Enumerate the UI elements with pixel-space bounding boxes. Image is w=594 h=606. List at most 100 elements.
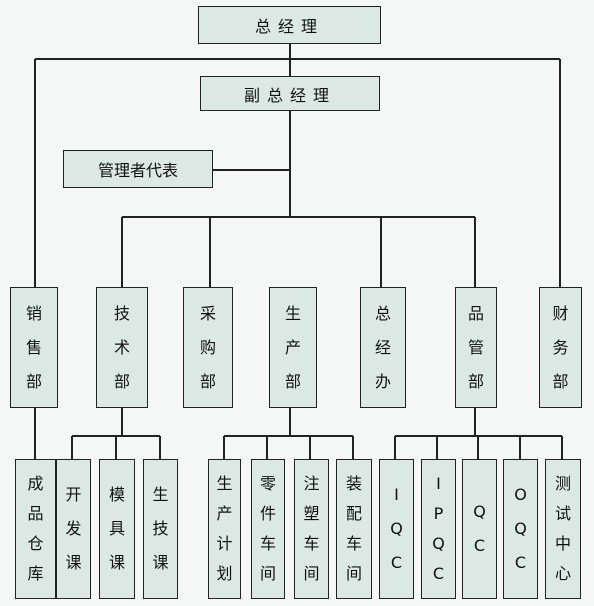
label-char: 件 xyxy=(259,504,276,523)
node-general-manager: 总经理 xyxy=(198,6,381,44)
label-char: 装 xyxy=(345,474,362,493)
label-char: 生 xyxy=(284,303,301,323)
node-label: 总经办 xyxy=(374,303,391,391)
label-char: 务 xyxy=(552,337,569,357)
label-char: I xyxy=(436,474,441,493)
label-char: 生 xyxy=(152,485,169,504)
label-char: 划 xyxy=(216,564,233,583)
label-char: 配 xyxy=(345,504,362,523)
label-char: C xyxy=(432,564,445,583)
node-parts-workshop: 零件车间 xyxy=(251,459,285,599)
label-char: 课 xyxy=(108,553,125,572)
label-char: 购 xyxy=(199,337,216,357)
node-label: 模具课 xyxy=(109,487,125,571)
label-char: 总 xyxy=(374,303,391,323)
label-char: 售 xyxy=(25,337,42,357)
label-char: P xyxy=(433,504,444,523)
label-char: 财 xyxy=(552,303,569,323)
label-char: 间 xyxy=(259,564,276,583)
label-char: 库 xyxy=(27,564,44,583)
label-char: 部 xyxy=(113,371,130,391)
node-testing-center: 测试中心 xyxy=(545,459,581,599)
node-label: 生产部 xyxy=(284,303,301,391)
label-char: 心 xyxy=(554,564,571,583)
label-char: 技 xyxy=(113,303,130,323)
node-deputy-general-manager: 副总经理 xyxy=(200,76,380,111)
label-char: 中 xyxy=(554,534,571,553)
label-char: 办 xyxy=(374,371,391,391)
label-char: 课 xyxy=(152,553,169,572)
label-char: 仓 xyxy=(27,534,44,553)
label-char: 发 xyxy=(65,519,82,538)
label-char: 计 xyxy=(216,534,233,553)
node-label: 财务部 xyxy=(552,303,569,391)
label-char: 部 xyxy=(552,371,569,391)
node-finance-dept: 财务部 xyxy=(539,287,582,408)
label-char: 模 xyxy=(108,485,125,504)
label-char: 间 xyxy=(345,564,362,583)
label-char: 车 xyxy=(345,534,362,553)
label-char: 车 xyxy=(303,534,320,553)
node-label: 技术部 xyxy=(113,303,130,391)
node-general-office: 总经办 xyxy=(360,287,406,408)
label-char: C xyxy=(473,536,486,555)
label-char: 技 xyxy=(152,519,169,538)
node-label: 副总经理 xyxy=(243,85,336,105)
label-char: 课 xyxy=(65,553,82,572)
node-production-dept: 生产部 xyxy=(269,287,317,408)
label-char: 产 xyxy=(284,337,301,357)
node-mold-section: 模具课 xyxy=(99,459,135,599)
node-finished-goods-warehouse: 成品仓库 xyxy=(15,459,56,599)
label-char: 部 xyxy=(199,371,216,391)
node-label: 注塑车间 xyxy=(303,476,319,582)
node-label: 开发课 xyxy=(65,487,81,571)
node-label: 测试中心 xyxy=(555,476,571,582)
label-char: O xyxy=(514,485,527,504)
node-label: 生技课 xyxy=(152,487,168,571)
label-char: 成 xyxy=(27,474,44,493)
node-quality-dept: 品管部 xyxy=(455,287,497,408)
node-sales-dept: 销售部 xyxy=(10,287,58,408)
label-char: 间 xyxy=(303,564,320,583)
label-char: 开 xyxy=(65,485,82,504)
label-char: 生 xyxy=(216,474,233,493)
label-char: 销 xyxy=(25,303,42,323)
node-purchasing-dept: 采购部 xyxy=(183,287,233,408)
node-label: 总经理 xyxy=(254,17,324,36)
node-label: 装配车间 xyxy=(346,476,362,582)
node-label: 品管部 xyxy=(467,305,484,391)
node-development-section: 开发课 xyxy=(56,459,91,599)
label-char: 零 xyxy=(259,474,276,493)
node-tech-dept: 技术部 xyxy=(96,287,148,408)
node-label: 管理者代表 xyxy=(97,161,178,180)
label-char: Q xyxy=(514,519,527,538)
label-char: 车 xyxy=(259,534,276,553)
label-char: 采 xyxy=(199,303,216,323)
label-char: 经 xyxy=(374,337,391,357)
node-production-planning: 生产计划 xyxy=(208,459,241,599)
label-char: 塑 xyxy=(303,504,320,523)
node-production-engineering-section: 生技课 xyxy=(143,459,178,599)
label-char: C xyxy=(390,553,403,572)
node-assembly-workshop: 装配车间 xyxy=(336,459,372,599)
node-injection-workshop: 注塑车间 xyxy=(294,459,329,599)
label-char: 管 xyxy=(467,337,484,357)
node-label: 采购部 xyxy=(199,303,216,391)
label-char: 测 xyxy=(554,474,571,493)
label-char: I xyxy=(394,485,399,504)
label-char: 部 xyxy=(284,371,301,391)
node-label: 零件车间 xyxy=(260,476,276,582)
label-char: Q xyxy=(390,519,403,538)
node-label: 成品仓库 xyxy=(27,476,43,582)
label-char: 术 xyxy=(113,337,130,357)
label-char: 具 xyxy=(108,519,125,538)
label-char: 部 xyxy=(467,371,484,391)
node-label: 销售部 xyxy=(25,303,42,390)
